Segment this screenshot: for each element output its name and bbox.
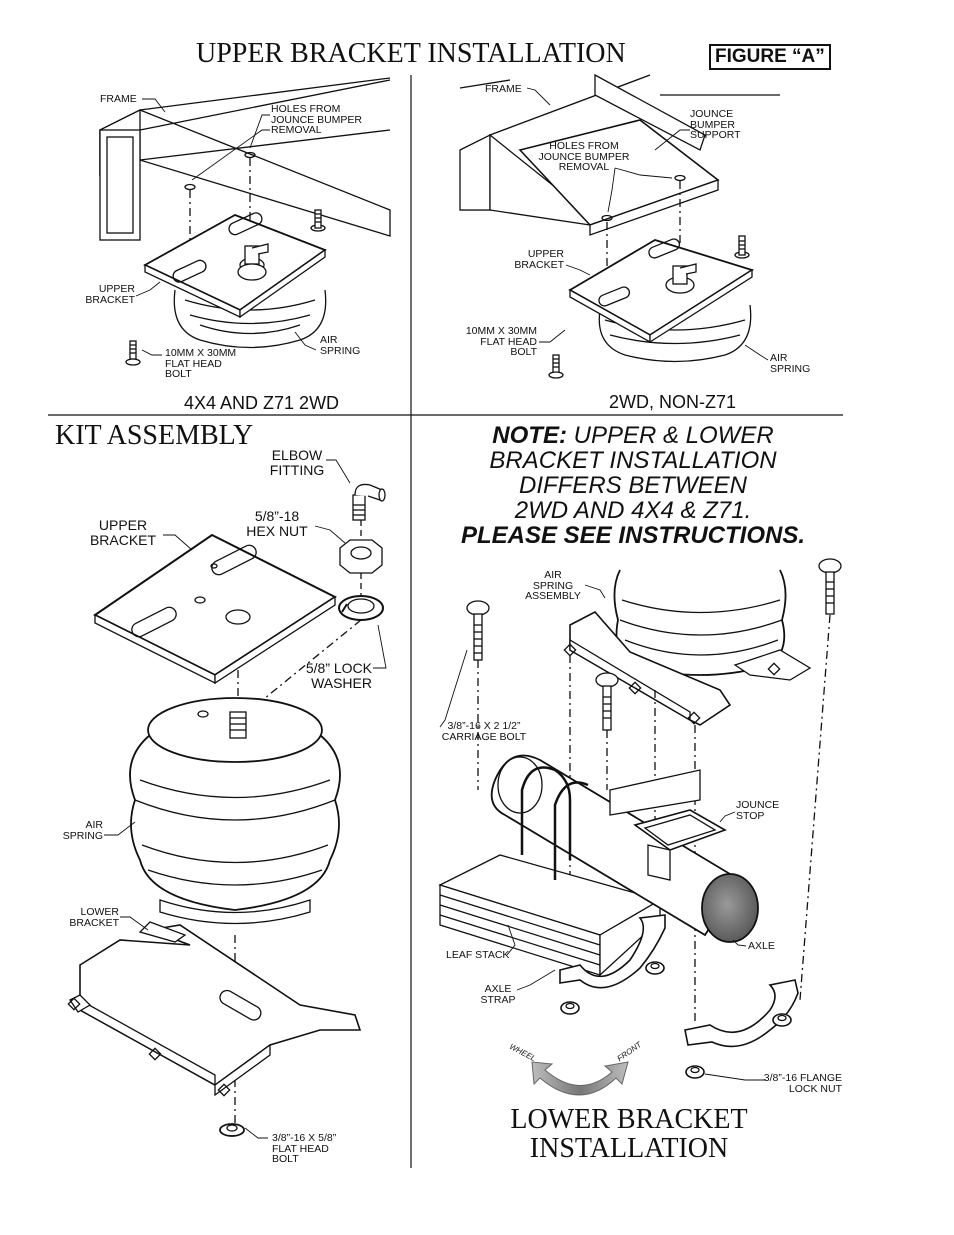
lower-installation-illustration <box>438 558 842 1081</box>
air-spring-assembly <box>613 569 787 676</box>
label-jounce-stop: JOUNCE STOP <box>736 799 780 822</box>
label-air-spring-assembly: AIR SPRING ASSEMBLY <box>525 569 581 602</box>
note-line-5: PLEASE SEE INSTRUCTIONS. <box>460 522 806 549</box>
note-line-3: DIFFERS BETWEEN <box>518 472 747 499</box>
carriage-bolt-a <box>466 600 490 661</box>
label-axle-strap: AXLE STRAP <box>480 983 516 1006</box>
lock-washer <box>338 595 384 621</box>
air-spring-kit <box>129 697 341 925</box>
upper-left-illustration <box>99 77 391 366</box>
axle-strap-b <box>684 979 799 1048</box>
direction-arrow <box>531 1061 629 1096</box>
label-flange-lock-nut: 3/8”-16 FLANGE LOCK NUT <box>763 1072 842 1095</box>
lower-bracket-installation-title: LOWER BRACKET INSTALLATION <box>506 1105 752 1163</box>
label-leaf-stack: LEAF STACK <box>446 949 510 961</box>
carriage-bolt-b <box>595 672 619 731</box>
lower-title-line-2: INSTALLATION <box>529 1133 729 1164</box>
label-upper-bracket-left: UPPER BRACKET <box>85 283 135 306</box>
lower-bracket-installed <box>563 611 812 726</box>
bolt-upper-right-b <box>548 354 564 379</box>
u-bolt <box>520 766 589 880</box>
hex-nut <box>339 539 383 574</box>
installation-note: NOTE: UPPER & LOWER BRACKET INSTALLATION… <box>445 423 821 548</box>
label-bolt-right: 10MM X 30MM FLAT HEAD BOLT <box>465 325 537 358</box>
label-upper-bracket-kit: UPPER BRACKET <box>89 517 157 548</box>
axle-strap-a <box>559 914 666 989</box>
label-carriage-bolt: 3/8”-16 X 2 1/2” CARRIAGE BOLT <box>441 720 527 743</box>
upper-bracket-plate-right <box>568 238 755 344</box>
label-hex-nut: 5/8”-18 HEX NUT <box>246 508 308 539</box>
label-lower-bracket: LOWER BRACKET <box>69 906 119 929</box>
elbow-fitting <box>352 483 386 521</box>
caption-4x4-z71: 4X4 AND Z71 2WD <box>184 393 340 413</box>
note-line-1: NOTE: UPPER & LOWER <box>492 422 774 449</box>
upper-bracket-plate-left <box>143 212 327 319</box>
note-line-2: BRACKET INSTALLATION <box>489 447 777 474</box>
upper-right-illustration <box>459 73 780 379</box>
label-air-spring-right: AIR SPRING <box>770 352 811 375</box>
bolt-upper-left-a <box>310 209 326 232</box>
bolt-upper-left-b <box>125 340 141 366</box>
kit-assembly-illustration <box>67 459 387 1139</box>
label-holes-right: HOLES FROM JOUNCE BUMPER REMOVAL <box>538 140 630 173</box>
frame-rail-right <box>459 73 780 226</box>
carriage-bolt-c <box>818 558 842 615</box>
figure-badge: FIGURE “A” <box>709 44 831 70</box>
kit-assembly-title: KIT ASSEMBLY <box>55 420 254 451</box>
caption-2wd-non-z71: 2WD, NON-Z71 <box>609 392 737 412</box>
section-dividers <box>48 75 843 1168</box>
jounce-stop <box>609 769 727 881</box>
label-flat-head-bolt-kit: 3/8”-16 X 5/8” FLAT HEAD BOLT <box>272 1132 337 1165</box>
label-upper-bracket-right: UPPER BRACKET <box>514 248 564 271</box>
flange-nuts <box>560 961 792 1079</box>
jounce-support-plate <box>518 119 720 236</box>
label-bolt-left: 10MM X 30MM FLAT HEAD BOLT <box>165 347 237 380</box>
label-lock-washer: 5/8” LOCK WASHER <box>305 660 372 691</box>
axle <box>490 754 759 943</box>
flat-head-bolt-kit <box>219 1123 245 1137</box>
label-frame-right: FRAME <box>485 83 522 95</box>
note-label: NOTE: <box>492 422 567 449</box>
lower-bracket <box>67 921 362 1097</box>
label-axle: AXLE <box>748 940 775 952</box>
upper-bracket-plate-kit <box>93 533 338 685</box>
frame-rail <box>99 77 391 241</box>
lower-title-line-1: LOWER BRACKET <box>510 1104 748 1135</box>
label-air-spring-kit: AIR SPRING <box>62 819 103 842</box>
upper-bracket-installation-title: UPPER BRACKET INSTALLATION <box>196 38 626 69</box>
label-holes-left: HOLES FROM JOUNCE BUMPER REMOVAL <box>271 103 363 136</box>
label-frame-left: FRAME <box>100 93 137 105</box>
label-elbow-fitting: ELBOW FITTING <box>269 447 325 478</box>
bolt-upper-right-a <box>734 235 750 259</box>
label-air-spring-left: AIR SPRING <box>320 334 361 357</box>
label-jounce-bumper-support: JOUNCE BUMPER SUPPORT <box>690 108 741 141</box>
note-line-4: 2WD AND 4X4 & Z71. <box>514 497 752 524</box>
